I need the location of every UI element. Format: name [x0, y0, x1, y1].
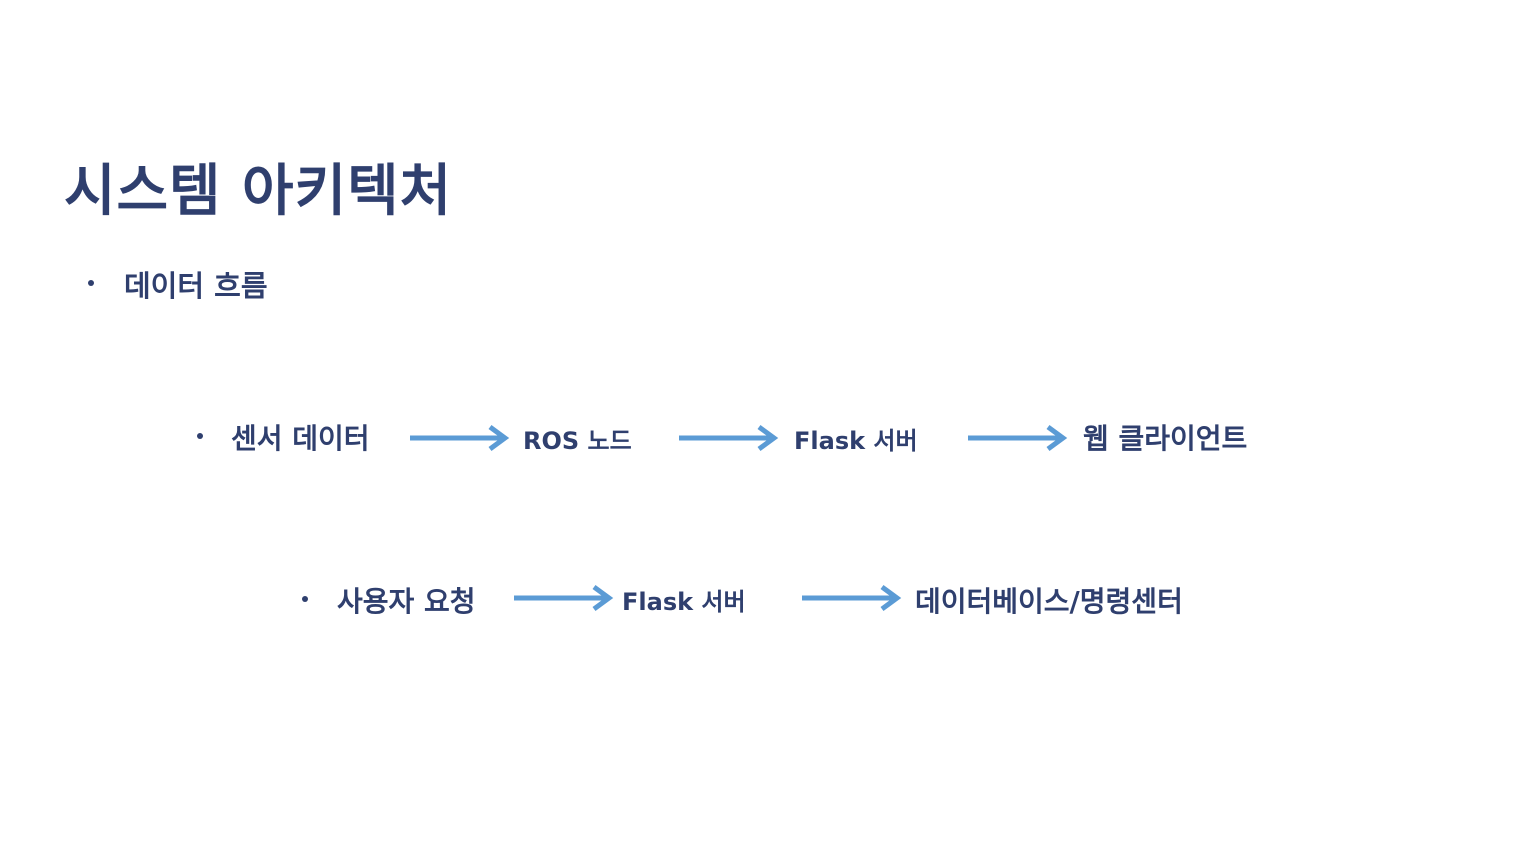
subheading-data-flow: 데이터 흐름: [124, 269, 268, 303]
bullet-icon: [302, 596, 308, 602]
flow-node-web-client: 웹 클라이언트: [1083, 422, 1248, 455]
flow-node-sensor-data: 센서 데이터: [231, 422, 370, 455]
bullet-icon: [88, 280, 94, 286]
flow-node-ros-node: ROS 노드: [523, 427, 632, 455]
arrow-right-icon: [514, 584, 614, 612]
slide-title: 시스템 아키텍처: [64, 159, 453, 224]
flow-node-flask-server: Flask 서버: [794, 427, 918, 455]
arrow-right-icon: [968, 424, 1068, 452]
bullet-icon: [197, 433, 203, 439]
arrow-right-icon: [410, 424, 510, 452]
flow-node-flask-server: Flask 서버: [622, 588, 746, 616]
flow-node-database-command-center: 데이터베이스/명령센터: [915, 585, 1183, 618]
flow-node-user-request: 사용자 요청: [337, 585, 476, 618]
arrow-right-icon: [802, 584, 902, 612]
arrow-right-icon: [679, 424, 779, 452]
